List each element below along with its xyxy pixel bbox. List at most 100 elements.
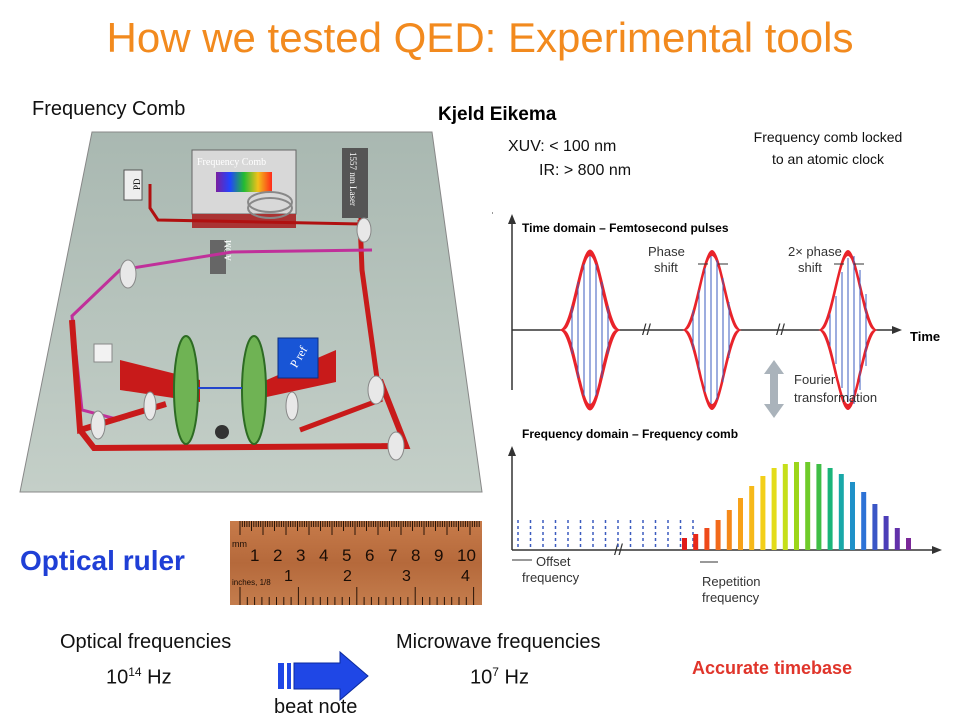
optical-ruler-label: Optical ruler xyxy=(20,545,185,576)
ruler-inch-number: 1 xyxy=(284,568,293,585)
optical-base: 10 xyxy=(106,666,129,689)
fourier-arrow xyxy=(764,360,784,418)
time-y-arrow xyxy=(508,214,516,224)
time-axis-label: Time xyxy=(910,329,940,344)
setup-illustration: Frequency Comb PD 1557 nm Laser AOM P re… xyxy=(19,131,483,493)
frequency-comb-label: Frequency Comb xyxy=(32,98,186,120)
pd-label: PD xyxy=(132,178,142,190)
pref-box xyxy=(277,337,319,379)
beam-path xyxy=(299,219,383,433)
page-title: How we tested QED: Experimental tools xyxy=(106,14,854,61)
comb-tooth xyxy=(693,534,699,550)
ruler-cm-number: 7 xyxy=(388,546,397,565)
comb-tooth xyxy=(771,468,777,550)
beam-path xyxy=(70,248,373,422)
beat-note-arrow-icon xyxy=(278,650,369,702)
optic-lens xyxy=(143,391,157,421)
ruler-inch-number: 4 xyxy=(461,568,470,585)
aom-box xyxy=(210,240,226,274)
comb-tooth xyxy=(861,492,867,550)
pulse-3 xyxy=(818,250,878,410)
comb-tooth xyxy=(794,462,799,550)
pd-box xyxy=(123,169,143,201)
comb-box-spectrum xyxy=(216,172,272,192)
aom-label: AOM xyxy=(223,240,233,261)
comb-tooth xyxy=(883,516,889,550)
clock-lock-note: Frequency comb locked to an atomic clock xyxy=(716,126,940,170)
pulse-1 xyxy=(559,249,621,411)
ruler-cm-number: 3 xyxy=(296,546,305,565)
optic-mirror xyxy=(367,375,385,405)
ruler-cm-number: 4 xyxy=(319,546,328,565)
comb-tooth xyxy=(805,462,811,550)
accurate-timebase-label: Accurate timebase xyxy=(692,658,853,678)
ruler-ticks xyxy=(239,521,480,605)
freq-y-arrow xyxy=(508,446,516,456)
ruler-cm-number: 2 xyxy=(273,546,282,565)
beat-note-label: beat note xyxy=(274,696,358,718)
comb-tooth xyxy=(738,498,743,550)
comb-tooth xyxy=(894,528,900,550)
clock-lock-line2: to an atomic clock xyxy=(771,151,885,167)
time-domain-title: Time domain – Femtosecond pulses xyxy=(522,221,729,235)
cavity-mirror xyxy=(241,335,267,445)
micro-base: 10 xyxy=(470,666,493,689)
comb-teeth xyxy=(517,462,911,550)
axis-break: // xyxy=(614,542,623,559)
comb-tooth xyxy=(838,474,844,550)
ruler-mm: mm xyxy=(232,539,247,549)
micro-unit: Hz xyxy=(498,666,529,689)
beam-path xyxy=(77,378,411,452)
pulse-2 xyxy=(682,250,742,410)
comb-tooth xyxy=(782,464,788,550)
ruler-inches-label: inches, 1/8 xyxy=(232,578,271,587)
ruler-cm-number: 1 xyxy=(250,546,259,565)
optic-mirror xyxy=(90,410,106,440)
clock-lock-line1: Frequency comb locked xyxy=(753,129,903,145)
axis-break: // xyxy=(776,322,785,339)
optical-frequency-value: 1014 Hz xyxy=(106,665,172,690)
comb-diagram: Time domain – Femtosecond pulses Time xyxy=(492,212,948,605)
comb-tooth xyxy=(704,528,710,550)
microwave-frequency-value: 107 Hz xyxy=(470,665,529,690)
cavity-mirror xyxy=(173,335,199,445)
ir-range: IR: > 800 nm xyxy=(539,162,632,179)
freq-x-arrow xyxy=(932,546,942,554)
optical-frequencies-label: Optical frequencies xyxy=(60,631,232,653)
comb-tooth xyxy=(760,476,766,550)
author-name: Kjeld Eikema xyxy=(438,104,557,125)
ruler-inch-number: 2 xyxy=(343,568,352,585)
ruler-cm-number: 10 xyxy=(457,546,476,565)
sample xyxy=(215,425,229,439)
comb-box-label: Frequency Comb xyxy=(197,157,266,168)
laser-box xyxy=(342,148,368,218)
comb-tooth xyxy=(816,464,822,550)
microwave-frequencies-label: Microwave frequencies xyxy=(396,631,601,653)
comb-tooth xyxy=(749,486,755,550)
fiber-loop xyxy=(247,197,293,219)
ruler-cm-number: 9 xyxy=(434,546,443,565)
comb-tooth xyxy=(682,538,687,550)
optical-unit: Hz xyxy=(141,666,172,689)
ruler-inch-number: 3 xyxy=(402,568,411,585)
axis-break: // xyxy=(642,322,651,339)
time-x-arrow xyxy=(892,326,902,334)
xuv-range: XUV: < 100 nm xyxy=(508,138,617,155)
optical-exponent: 14 xyxy=(128,665,142,679)
comb-tooth xyxy=(850,482,855,550)
fiber-loop xyxy=(247,191,293,213)
comb-tooth xyxy=(726,510,732,550)
micro-exponent: 7 xyxy=(492,665,499,679)
ruler-inch-numbers: 1 2 3 4 xyxy=(284,568,470,585)
comb-tooth xyxy=(872,504,878,550)
comb-tooth xyxy=(906,538,911,550)
ruler-cm-number: 6 xyxy=(365,546,374,565)
beam-splitter xyxy=(93,343,113,363)
